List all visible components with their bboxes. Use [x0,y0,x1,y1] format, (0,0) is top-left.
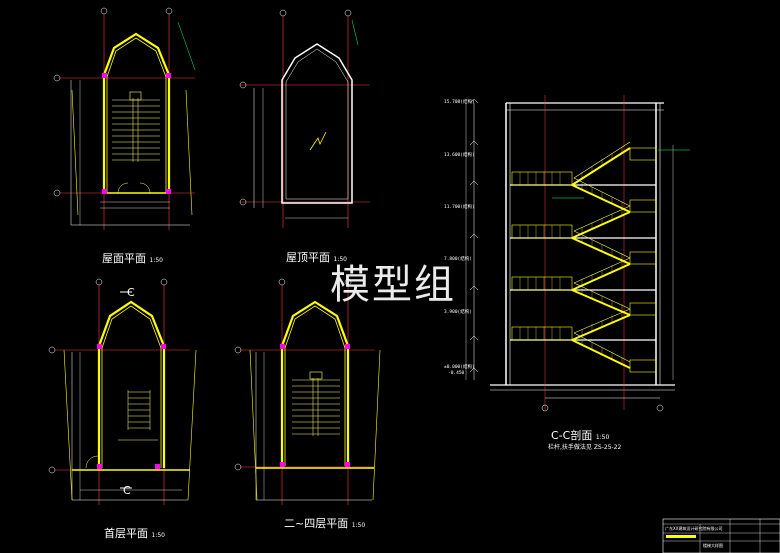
floor-2-4-plan-view [234,278,381,505]
section-mark-c-top: C [127,286,135,299]
watermark: 模型组 [330,262,456,308]
ground-plan-view [48,278,197,505]
section-mark-c-bottom: C [123,484,131,497]
level-label: 3.900(结构) [444,310,472,315]
level-label: 7.800(结构) [444,257,472,262]
roof-plan-view [53,7,196,230]
section-cc-note: 栏杆,扶手做法见 ZS-25-22 [548,444,622,451]
level-label: ±0.000(结构) [444,365,475,370]
ground-plan-title: 首层平面 1:50 [104,527,165,540]
level-label: 15.700(结构) [444,100,475,105]
roof-top-plan-title: 屋顶平面 1:50 [286,251,347,264]
level-label: -0.450 [448,371,465,376]
section-cc-title: C-C剖面 1:50 [551,429,610,442]
title-block-drawing-name: 楼梯大样图 [703,543,723,548]
title-block [662,518,780,553]
roof-plan-title: 屋面平面 1:50 [102,252,163,265]
title-block-company: 广东XX建筑设计研究院有限公司 [665,526,723,531]
section-cc-view [465,95,690,412]
level-label: 13.600(结构) [444,153,475,158]
roof-top-plan-view [239,9,370,228]
floor-2-4-plan-title: 二~四层平面 1:50 [284,517,366,530]
level-label: 11.700(结构) [444,205,475,210]
